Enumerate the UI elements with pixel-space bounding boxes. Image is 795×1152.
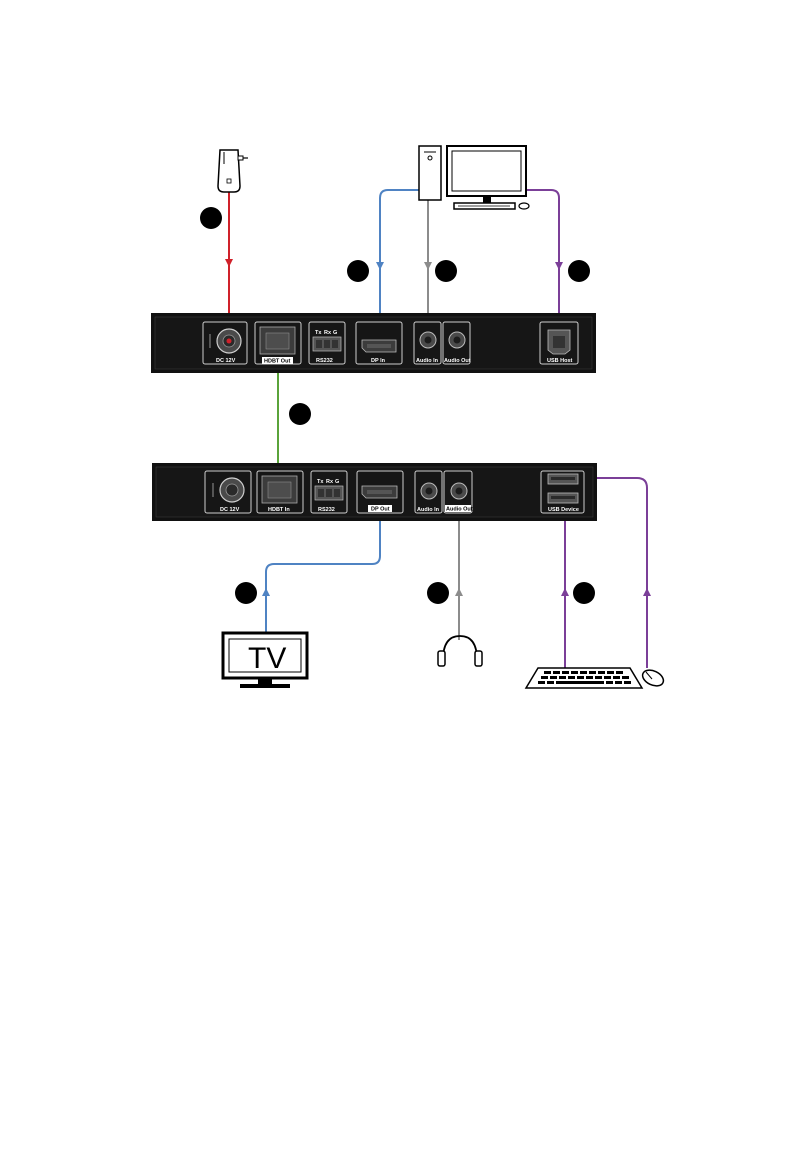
tx-dp-label: DP In [371,358,386,364]
marker-audio-out [427,582,449,604]
mouse-icon [640,667,666,689]
headphones-icon [438,636,482,666]
rx-usb-label: USB Device [548,507,579,513]
tx-hdbt-label: HDBT Out [264,359,290,365]
tx-usb-label: USB Host [547,358,573,364]
tv-icon: TV [223,633,307,688]
rx-rs232-pin-rx: Rx [326,479,334,485]
rx-dp-label: DP Out [371,507,390,513]
marker-usb-host [568,260,590,282]
tx-rs232-pin-g: G [333,330,337,336]
marker-power [200,207,222,229]
rx-rs232-pin-tx: Tx [317,479,324,485]
tx-audio-in-label: Audio In [416,358,439,364]
marker-usb-device [573,582,595,604]
tx-audio-out-label: Audio Out [444,358,471,364]
tx-dc-label: DC 12V [216,358,236,364]
tx-rs232-pin-tx: Tx [315,330,322,336]
tx-rs232-label: RS232 [316,358,333,364]
rx-audio-in-label: Audio In [417,507,440,513]
receiver-panel: DC 12V HDBT In Tx Rx G RS232 DP Out [152,463,597,521]
tv-label: TV [248,642,286,675]
pc-tower-icon [419,146,441,200]
rx-audio-out-label: Audio Out [446,507,473,513]
marker-audio-in [435,260,457,282]
marker-hdbt [289,403,311,425]
rx-rs232-label: RS232 [318,507,335,513]
marker-dp-in [347,260,369,282]
tx-rs232-pin-rx: Rx [324,330,332,336]
monitor-icon [447,146,529,209]
transmitter-panel: DC 12V HDBT Out Tx Rx G RS232 DP In [151,313,596,373]
rx-rs232-pin-g: G [335,479,339,485]
rx-dc-label: DC 12V [220,507,240,513]
rx-hdbt-label: HDBT In [268,507,290,513]
marker-tv [235,582,257,604]
power-adapter-icon [218,150,248,192]
keyboard-icon [526,668,642,688]
